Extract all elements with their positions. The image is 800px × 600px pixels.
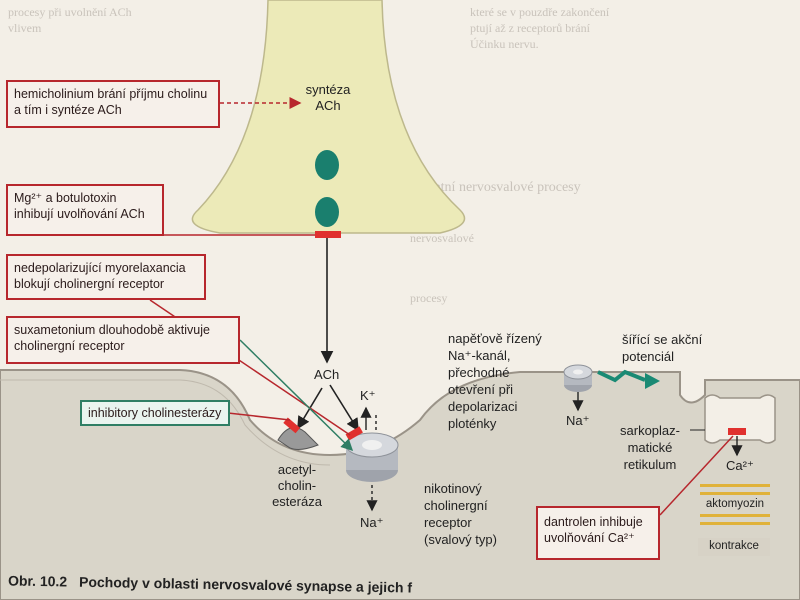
sirici-potencial-label: šířící se akční potenciál (622, 332, 703, 364)
k-plus-label: K⁺ (360, 388, 376, 403)
vesicle-1 (315, 150, 339, 180)
inhibitory-cholinesterazy-box: inhibitory cholinesterázy (80, 400, 230, 426)
sarcoplasmic-reticulum (704, 394, 776, 444)
background-text-1: které se v pouzdře zakončení (470, 5, 610, 19)
acetylcholinesterase-shape (277, 427, 319, 450)
actomyosin-stripes (700, 484, 770, 525)
nikotinovy-receptor-label: nikotinový cholinergní receptor (svalový… (424, 481, 497, 547)
esterase-block (283, 417, 301, 434)
suxametonium-box: suxametonium dlouhodobě aktivuje choline… (6, 316, 240, 364)
background-text-4: procesy při uvolnění ACh (8, 5, 132, 19)
nicotinic-receptor (345, 432, 399, 482)
acetylcholinesteraza-label: acetyl- cholin- esteráza (272, 462, 322, 509)
ach-to-receptor (329, 384, 359, 432)
background-text-7: procesy (410, 291, 448, 305)
na-channel (563, 364, 593, 392)
ach-label: ACh (314, 367, 340, 382)
sarkoplazmaticke-retikulum-label: sarkoplaz- matické retikulum (620, 423, 680, 472)
vesicle-2 (315, 197, 339, 227)
nedepolarizujici-box: nedepolarizující myorelaxancia blokují c… (6, 254, 206, 300)
aktomyozin-label: aktomyozin (705, 498, 765, 510)
na-plus-receptor-label: Na⁺ (360, 515, 384, 530)
background-text-6: nervosvalové (410, 231, 474, 245)
kontrakce-bg (698, 538, 770, 556)
muscle-inner (0, 379, 331, 466)
receptor-block (345, 426, 363, 441)
nedepolarizujici-text: nedepolarizující myorelaxancia blokují c… (14, 261, 186, 291)
inhibitory-cholinesterazy-text: inhibitory cholinesterázy (88, 406, 222, 420)
dantrolen-box: dantrolen inhibuje uvolňování Ca²⁺ (536, 506, 660, 560)
background-text-5: vlivem (8, 21, 42, 35)
caption-number: Obr. 10.2 (7, 572, 68, 590)
suxametonium-text: suxametonium dlouhodobě aktivuje choline… (14, 323, 210, 353)
mg-botulotoxin-box: Mg²⁺ a botulotoxin inhibují uvolňování A… (6, 184, 164, 236)
hemicholinium-box: hemicholinium brání příjmu cholinu a tím… (6, 80, 220, 128)
synteza-ach-label: syntéza ACh (305, 82, 351, 113)
ca-label: Ca²⁺ (726, 458, 754, 473)
release-block (315, 231, 341, 238)
sr-block (728, 428, 746, 435)
nerve-terminal (191, 0, 466, 234)
na-plus-channel-label: Na⁺ (566, 413, 590, 428)
dantrolen-text: dantrolen inhibuje uvolňování Ca²⁺ (544, 515, 643, 545)
kontrakce-label: kontrakce (709, 540, 759, 552)
background-text-3: Účinku nervu. (470, 37, 539, 51)
hemicholinium-text: hemicholinium brání příjmu cholinu a tím… (14, 87, 208, 117)
background-text-2: ptují až z receptorů brání (470, 21, 590, 35)
mg-botulotoxin-text: Mg²⁺ a botulotoxin inhibují uvolňování A… (14, 191, 145, 221)
action-potential-arrow (597, 369, 646, 383)
na-kanal-label: napěťově řízený Na⁺-kanál, přechodné ote… (448, 331, 542, 431)
